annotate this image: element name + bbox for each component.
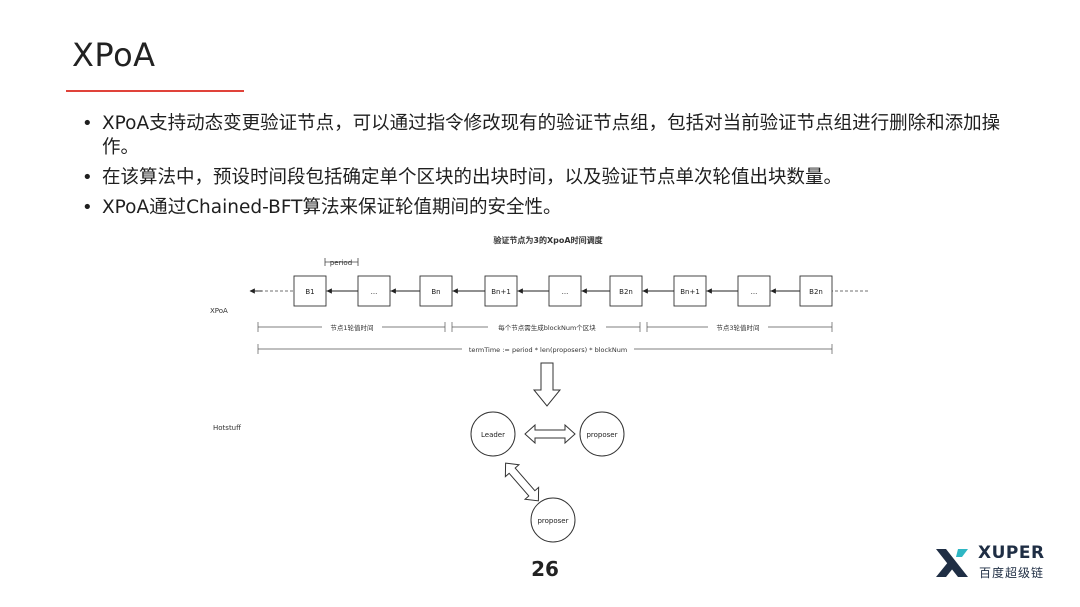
double-arrow-horizontal	[524, 423, 576, 445]
block-label: Bn+1	[680, 288, 700, 296]
block-label: ...	[562, 288, 569, 296]
block-row: B1... Bn Bn+1... B2n Bn+1... B2n	[293, 275, 833, 307]
block-box	[484, 275, 518, 307]
diagram-title: 验证节点为3的XpoA时间调度	[493, 235, 603, 245]
block-label: Bn	[431, 288, 440, 296]
leader-label: Leader	[481, 431, 505, 439]
page-number: 26	[531, 557, 559, 581]
block-box	[737, 275, 771, 307]
span-label-middle: 每个节点需生成blockNum个区块	[498, 323, 596, 332]
span-dimensions	[257, 322, 833, 332]
span-label-node1: 节点1轮值时间	[330, 323, 373, 332]
bullet-text: XPoA支持动态变更验证节点，可以通过指令修改现有的验证节点组，包括对当前验证节…	[102, 113, 1001, 158]
bullet-item: • XPoA支持动态变更验证节点，可以通过指令修改现有的验证节点组，包括对当前验证…	[82, 112, 1012, 160]
xpoa-label: XPoA	[210, 307, 228, 315]
bullet-text: 在该算法中，预设时间段包括确定单个区块的出块时间，以及验证节点单次轮值出块数量。	[102, 167, 843, 188]
bullet-dot-icon: •	[82, 167, 93, 188]
xuper-logo-icon	[936, 549, 968, 577]
block-label: ...	[751, 288, 758, 296]
block-box	[548, 275, 582, 307]
block-box	[293, 275, 327, 307]
term-label: termTime := period * len(proposers) * bl…	[469, 346, 627, 354]
logo-subtitle: 百度超级链	[979, 566, 1045, 580]
leader-node	[470, 411, 516, 457]
block-box	[419, 275, 453, 307]
bullet-dot-icon: •	[82, 197, 93, 218]
proposer-label-bottom: proposer	[537, 517, 568, 525]
block-box	[673, 275, 707, 307]
bullet-text: XPoA通过Chained-BFT算法来保证轮值期间的安全性。	[102, 197, 562, 218]
bullet-list: • XPoA支持动态变更验证节点，可以通过指令修改现有的验证节点组，包括对当前验证…	[82, 112, 1012, 226]
proposer-label-right: proposer	[586, 431, 617, 439]
title-underline	[66, 90, 244, 92]
block-label: ...	[371, 288, 378, 296]
period-label: period	[330, 259, 352, 267]
span-label-node3: 节点3轮值时间	[716, 323, 759, 332]
bullet-item: • 在该算法中，预设时间段包括确定单个区块的出块时间，以及验证节点单次轮值出块数量…	[82, 166, 1012, 190]
block-box	[357, 275, 391, 307]
double-arrow-diagonal	[504, 462, 540, 502]
block-box	[799, 275, 833, 307]
logo-wordmark: XUPER	[978, 543, 1045, 563]
bullet-dot-icon: •	[82, 113, 93, 134]
block-label: B1	[305, 288, 314, 296]
block-label: B2n	[619, 288, 633, 296]
block-box	[609, 275, 643, 307]
bullet-item: • XPoA通过Chained-BFT算法来保证轮值期间的安全性。	[82, 196, 1012, 220]
proposer-node-right	[579, 411, 625, 457]
block-label: B2n	[809, 288, 823, 296]
hotstuff-label: Hotstuff	[213, 424, 241, 432]
down-arrow	[532, 362, 562, 407]
proposer-node-bottom	[530, 497, 576, 543]
block-label: Bn+1	[491, 288, 511, 296]
slide-title: XPoA	[72, 36, 156, 74]
xuper-logo: XUPER 百度超级链	[934, 543, 1054, 583]
